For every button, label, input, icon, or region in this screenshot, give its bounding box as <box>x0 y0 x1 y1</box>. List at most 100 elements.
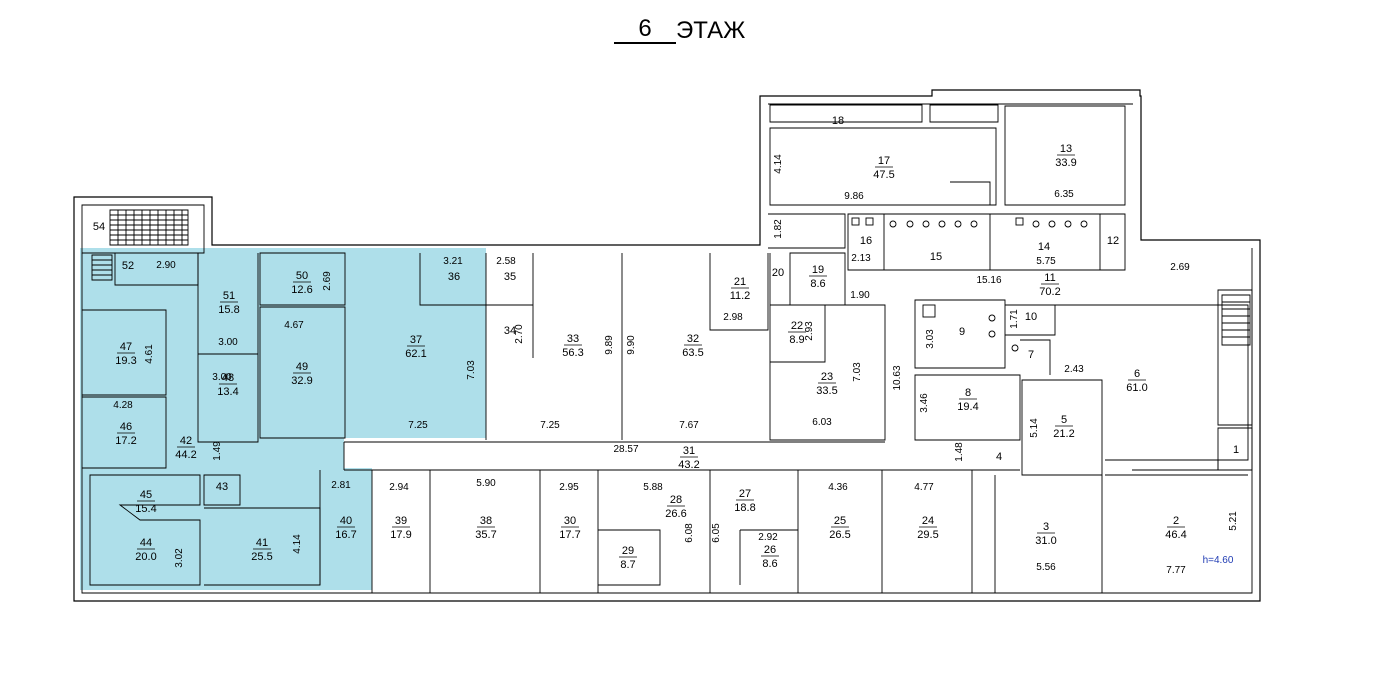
room-area: 8.9 <box>789 334 804 346</box>
room-number: 48 <box>222 372 234 384</box>
interior-walls <box>82 104 1253 593</box>
room-number: 25 <box>834 515 846 527</box>
room-area: 17.7 <box>559 529 580 541</box>
dimension-label: 5.90 <box>476 478 496 489</box>
room-number: 45 <box>140 489 152 501</box>
dimension-label: 10.63 <box>892 365 903 390</box>
room-number: 35 <box>504 271 516 283</box>
room-number: 2 <box>1173 515 1179 527</box>
dimension-label: 15.16 <box>976 275 1001 286</box>
room-number: 33 <box>567 333 579 345</box>
room-number: 14 <box>1038 241 1050 253</box>
room-number: 36 <box>448 271 460 283</box>
room-number: 15 <box>930 251 942 263</box>
room-3: 331.0 <box>1035 521 1056 547</box>
room-area: 21.2 <box>1053 428 1074 440</box>
dimension-label: 2.69 <box>1170 262 1190 273</box>
room-8: 819.4 <box>957 387 978 413</box>
room-area: 44.2 <box>175 449 196 461</box>
room-number: 11 <box>1044 272 1055 284</box>
dimension-label: 2.81 <box>331 480 351 491</box>
dimension-label: 2.70 <box>514 324 525 344</box>
room-number: 54 <box>93 221 105 233</box>
dimension-label: 2.92 <box>758 532 778 543</box>
room-area: 15.8 <box>218 304 239 316</box>
room-area: 15.4 <box>135 503 156 515</box>
room-number: 24 <box>922 515 934 527</box>
room-36: 36 <box>448 271 460 283</box>
room-number: 46 <box>120 421 132 433</box>
dimension-label: 3.21 <box>443 256 463 267</box>
dimension-label: 2.94 <box>389 482 409 493</box>
room-area: 18.8 <box>734 502 755 514</box>
room-area: 16.7 <box>335 529 356 541</box>
dimension-label: 2.93 <box>804 321 815 341</box>
room-5: 521.2 <box>1053 414 1074 440</box>
highlighted-area <box>80 248 486 590</box>
room-area: 63.5 <box>682 347 703 359</box>
room-29: 298.7 <box>619 545 637 571</box>
dimension-label: 2.90 <box>156 260 176 271</box>
toilet-icons <box>851 217 1088 352</box>
dimension-label: 3.00 <box>218 337 238 348</box>
room-area: 33.9 <box>1055 157 1076 169</box>
room-number: 16 <box>860 235 872 247</box>
room-area: 35.7 <box>475 529 496 541</box>
room-number: 43 <box>216 481 228 493</box>
dimension-label: 4.67 <box>284 320 304 331</box>
room-area: 33.5 <box>816 385 837 397</box>
room-number: 6 <box>1134 368 1140 380</box>
room-35: 35 <box>504 271 516 283</box>
height-note: h=4.60 <box>1203 555 1234 566</box>
dimension-label: 2.58 <box>496 256 516 267</box>
room-1: 1 <box>1233 444 1239 456</box>
dimension-label: 3.02 <box>174 548 185 568</box>
dimension-label: 6.08 <box>684 523 695 543</box>
room-number: 23 <box>821 371 833 383</box>
dimension-label: 7.03 <box>466 360 477 380</box>
dimension-label: 6.35 <box>1054 189 1074 200</box>
dimension-label: 7.25 <box>408 420 428 431</box>
room-number: 32 <box>687 333 699 345</box>
room-52: 52 <box>122 260 134 272</box>
room-7: 7 <box>1028 349 1034 361</box>
room-number: 26 <box>764 544 776 556</box>
room-area: 46.4 <box>1165 529 1186 541</box>
room-number: 50 <box>296 270 308 282</box>
dimension-label: 1.90 <box>850 290 870 301</box>
room-number: 29 <box>622 545 634 557</box>
floor-number: 6 <box>614 14 676 44</box>
room-4: 4 <box>996 451 1002 463</box>
room-9: 9 <box>959 326 965 338</box>
floor-word: ЭТАЖ <box>676 17 746 44</box>
dimension-label: 4.77 <box>914 482 934 493</box>
room-number: 5 <box>1061 414 1067 426</box>
dimension-label: 7.25 <box>540 420 560 431</box>
room-area: 31.0 <box>1035 535 1056 547</box>
room-labels: 1246.4331.04521.2661.07819.49101170.2121… <box>93 115 1239 571</box>
room-number: 52 <box>122 260 134 272</box>
room-area: 26.6 <box>665 508 686 520</box>
room-area: 61.0 <box>1126 382 1147 394</box>
room-area: 26.5 <box>829 529 850 541</box>
room-number: 9 <box>959 326 965 338</box>
room-number: 19 <box>812 264 824 276</box>
room-area: 29.5 <box>917 529 938 541</box>
dimension-label: 4.36 <box>828 482 848 493</box>
room-area: 8.6 <box>762 558 777 570</box>
dimension-label: 5.21 <box>1228 511 1239 531</box>
room-area: 13.4 <box>217 386 238 398</box>
room-number: 30 <box>564 515 576 527</box>
dimension-label: 5.88 <box>643 482 663 493</box>
